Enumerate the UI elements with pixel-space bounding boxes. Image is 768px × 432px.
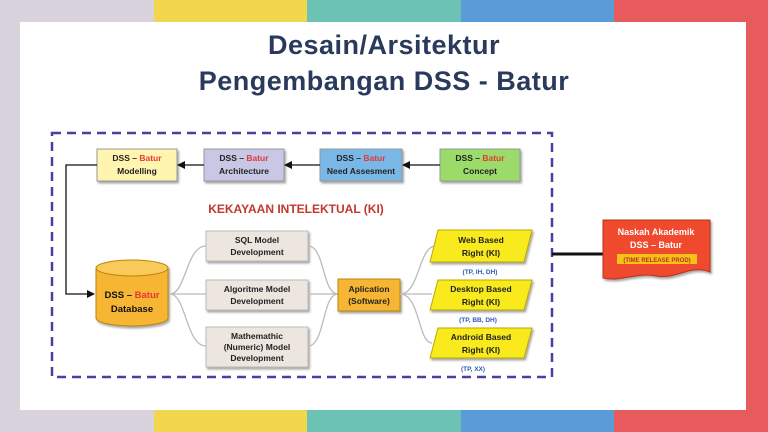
- connector-db-to-math: [169, 293, 207, 347]
- database-cylinder: [95, 259, 169, 327]
- connector-math-to-app: [307, 293, 339, 347]
- right-desktop-note: (TP, BB, DH): [459, 317, 497, 324]
- right-android-box: [429, 327, 533, 359]
- model-math-box: [205, 326, 309, 368]
- box-modelling-label: Modelling: [117, 166, 157, 176]
- application-box: [337, 278, 401, 312]
- connector-db-to-sql: [169, 245, 207, 295]
- right-web-line-2: Right (KI): [462, 248, 500, 258]
- naskah-sub-highlight: [617, 254, 697, 264]
- model-sql-line-1: SQL Model: [235, 235, 279, 245]
- right-desktop-line-1: Desktop Based: [450, 284, 511, 294]
- database-title: DSS – Batur: [105, 290, 160, 301]
- naskah-line-1: Naskah Akademik: [618, 227, 696, 237]
- naskah-document: [602, 219, 711, 280]
- model-algoritme-box: [205, 279, 309, 311]
- connector-modelling-to-database: [65, 164, 97, 298]
- right-web-note: (TP, IH, DH): [463, 269, 498, 276]
- model-algoritme-line-2: Development: [230, 296, 284, 306]
- box-modelling: [96, 148, 178, 182]
- title-line-1: Desain/Arsitektur: [267, 30, 501, 60]
- naskah-sub: (TIME RELEASE PROD): [623, 258, 690, 264]
- connector-sql-to-app: [307, 245, 339, 295]
- connector-app-to-web: [399, 245, 437, 295]
- box-architecture: [203, 148, 285, 182]
- box-architecture-label: Architecture: [219, 166, 269, 176]
- right-android-line-2: Right (KI): [462, 345, 500, 355]
- box-concept-title: DSS – Batur: [455, 153, 505, 163]
- ki-heading: KEKAYAAN INTELEKTUAL (KI): [208, 202, 384, 216]
- database-label: Database: [111, 304, 153, 315]
- right-desktop-box: [429, 279, 533, 311]
- application-line-1: Aplication: [348, 284, 389, 294]
- right-web-line-1: Web Based: [458, 235, 504, 245]
- right-desktop-line-2: Right (KI): [462, 297, 500, 307]
- box-need-assesment-title: DSS – Batur: [336, 153, 386, 163]
- right-web-box: [429, 229, 533, 263]
- title-line-2: Pengembangan DSS - Batur: [198, 66, 570, 96]
- model-math-line-1: Mathemathic: [231, 331, 283, 341]
- box-need-assesment: [319, 148, 403, 182]
- box-need-assesment-label: Need Assesment: [327, 166, 395, 176]
- box-architecture-title: DSS – Batur: [219, 153, 269, 163]
- connector-app-to-android: [399, 293, 433, 344]
- naskah-line-2: DSS – Batur: [630, 240, 683, 250]
- model-math-line-3: Development: [230, 353, 284, 363]
- right-android-line-1: Android Based: [451, 332, 511, 342]
- model-math-line-2: (Numeric) Model: [224, 342, 291, 352]
- slide-panel: [20, 22, 746, 410]
- right-android-note: (TP, XX): [461, 366, 485, 373]
- box-concept-label: Concept: [463, 166, 497, 176]
- model-sql-box: [205, 230, 309, 262]
- model-algoritme-line-1: Algoritme Model: [224, 284, 291, 294]
- application-line-2: (Software): [348, 296, 390, 306]
- box-modelling-title: DSS – Batur: [112, 153, 162, 163]
- model-sql-line-2: Development: [230, 247, 284, 257]
